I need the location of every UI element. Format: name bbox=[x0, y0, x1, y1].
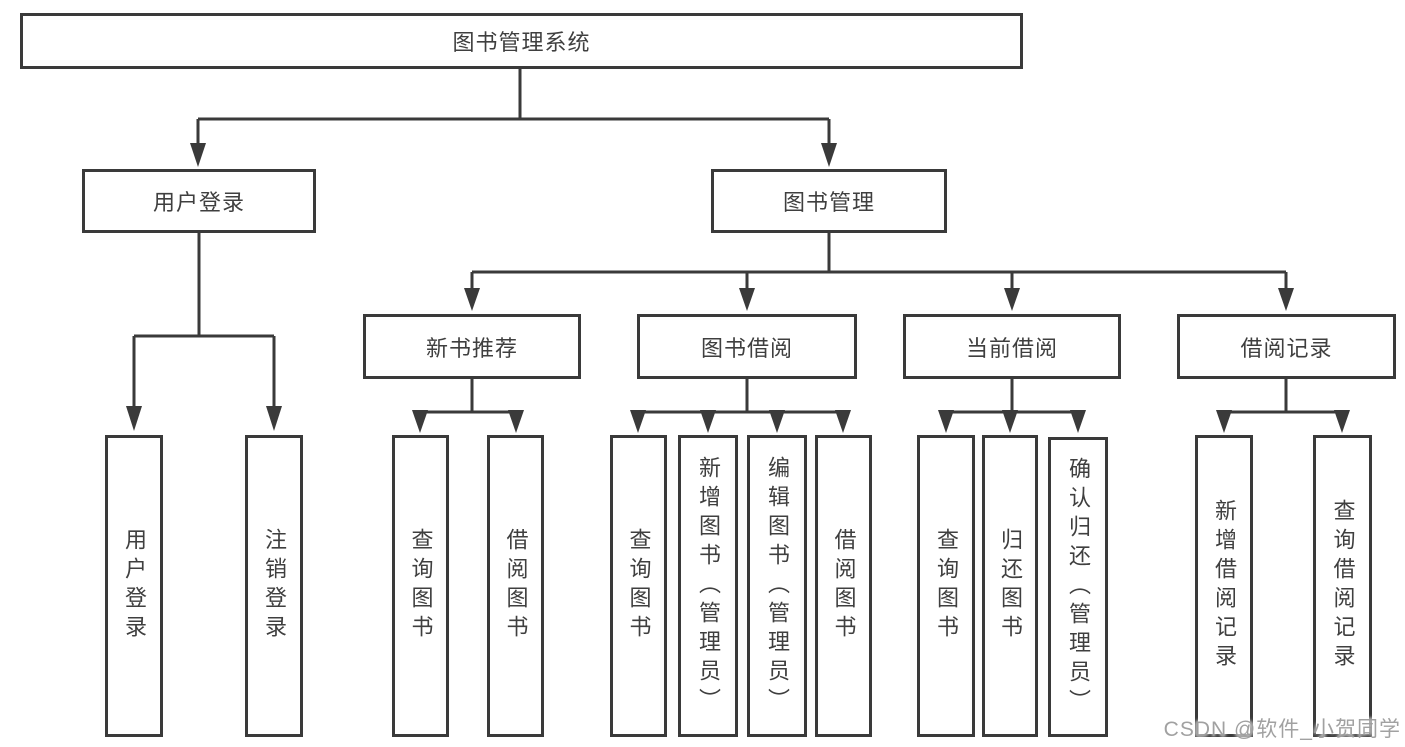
leaf-cb-confirm-return-admin-label: 确认归还（管理员） bbox=[1066, 456, 1091, 718]
node-root: 图书管理系统 bbox=[20, 13, 1023, 69]
leaf-cb-query-books: 查询图书 bbox=[917, 435, 975, 737]
leaf-cb-return-books-label: 归还图书 bbox=[998, 528, 1023, 644]
node-book-borrowing: 图书借阅 bbox=[637, 314, 857, 379]
leaf-br-add-record-label: 新增借阅记录 bbox=[1212, 499, 1237, 673]
leaf-nb-query-books: 查询图书 bbox=[392, 435, 449, 737]
node-book-management: 图书管理 bbox=[711, 169, 947, 233]
arrowheads bbox=[126, 143, 1350, 433]
leaf-bb-add-books-admin-label: 新增图书（管理员） bbox=[696, 455, 721, 717]
watermark-text: CSDN @软件_小贺同学 bbox=[1163, 718, 1401, 741]
node-user-login: 用户登录 bbox=[82, 169, 316, 233]
node-current-borrowing: 当前借阅 bbox=[903, 314, 1121, 379]
leaf-bb-add-books-admin: 新增图书（管理员） bbox=[678, 435, 738, 737]
leaf-bb-borrow-books-label: 借阅图书 bbox=[831, 528, 857, 644]
leaf-bb-edit-books-admin-label: 编辑图书（管理员） bbox=[765, 455, 790, 717]
leaf-nb-query-books-label: 查询图书 bbox=[408, 528, 434, 644]
node-book-borrowing-label: 图书借阅 bbox=[700, 335, 793, 361]
leaf-logout-label: 注销登录 bbox=[262, 528, 287, 644]
node-user-login-label: 用户登录 bbox=[152, 190, 245, 215]
leaf-bb-borrow-books: 借阅图书 bbox=[815, 435, 872, 737]
leaf-br-query-record-label: 查询借阅记录 bbox=[1330, 499, 1356, 673]
node-book-management-label: 图书管理 bbox=[782, 190, 875, 215]
node-borrow-records: 借阅记录 bbox=[1177, 314, 1396, 379]
leaf-nb-borrow-books-label: 借阅图书 bbox=[503, 528, 529, 644]
node-borrow-records-label: 借阅记录 bbox=[1240, 335, 1333, 361]
leaf-br-add-record: 新增借阅记录 bbox=[1195, 435, 1253, 737]
leaf-user-login: 用户登录 bbox=[105, 435, 163, 737]
leaf-bb-edit-books-admin: 编辑图书（管理员） bbox=[747, 435, 807, 737]
node-current-borrowing-label: 当前借阅 bbox=[965, 335, 1058, 361]
leaf-cb-query-books-label: 查询图书 bbox=[934, 528, 959, 644]
leaf-cb-confirm-return-admin: 确认归还（管理员） bbox=[1048, 437, 1108, 737]
leaf-bb-query-books: 查询图书 bbox=[610, 435, 667, 737]
leaf-logout: 注销登录 bbox=[245, 435, 303, 737]
node-root-label: 图书管理系统 bbox=[452, 30, 591, 55]
leaf-nb-borrow-books: 借阅图书 bbox=[487, 435, 544, 737]
leaf-br-query-record: 查询借阅记录 bbox=[1313, 435, 1372, 737]
node-new-book-recommend-label: 新书推荐 bbox=[425, 335, 518, 361]
leaf-user-login-label: 用户登录 bbox=[122, 528, 147, 644]
leaf-cb-return-books: 归还图书 bbox=[982, 435, 1038, 737]
leaf-bb-query-books-label: 查询图书 bbox=[626, 528, 652, 644]
node-new-book-recommend: 新书推荐 bbox=[363, 314, 581, 379]
